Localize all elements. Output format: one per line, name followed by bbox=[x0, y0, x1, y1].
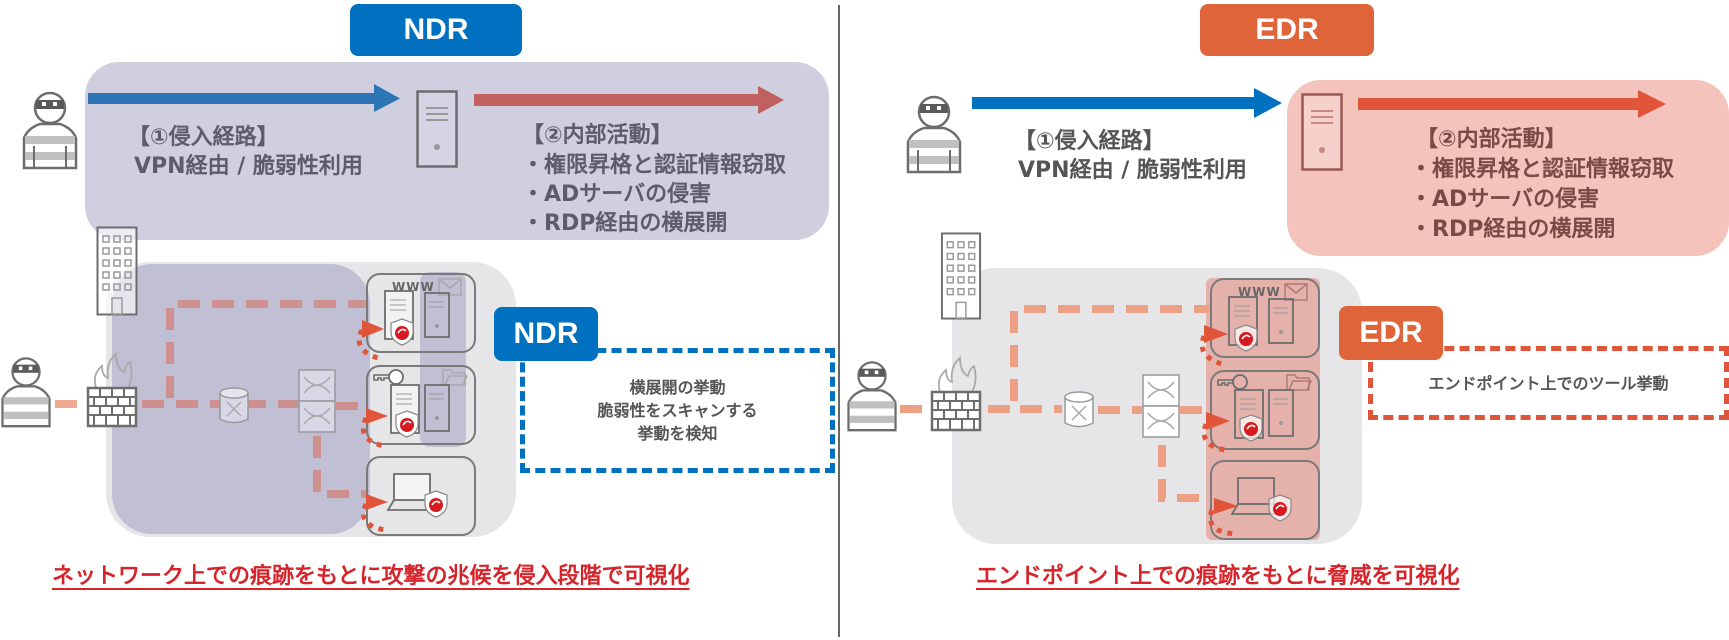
ndr-detection-badge: NDR bbox=[494, 307, 598, 361]
edr-internal-item-1: ・権限昇格と認証情報窃取 bbox=[1410, 157, 1675, 182]
building-icon bbox=[96, 226, 138, 316]
mail-icon bbox=[438, 278, 462, 296]
edr-caption: エンドポイント上での痕跡をもとに脅威を可視化 bbox=[976, 564, 1460, 589]
ndr-intrusion-arrow bbox=[88, 84, 400, 112]
ndr-internal-item-3: ・RDP経由の横展開 bbox=[522, 211, 728, 236]
ndr-detection-box: 横展開の挙動 脆弱性をスキャンする 挙動を検知 bbox=[520, 348, 835, 473]
attacker-icon bbox=[906, 95, 962, 174]
attacker-icon bbox=[847, 361, 897, 432]
ndr-detection-badge-label: NDR bbox=[513, 317, 579, 350]
server-icon bbox=[424, 292, 450, 338]
edr-internal-arrow bbox=[1358, 90, 1666, 118]
key-icon bbox=[373, 369, 404, 385]
router-icon bbox=[1064, 391, 1094, 428]
edr-detection-line-1: エンドポイント上でのツール挙動 bbox=[1428, 373, 1669, 393]
ndr-detection-line-1: 横展開の挙動 bbox=[629, 378, 726, 397]
mail-icon bbox=[1284, 283, 1308, 301]
ndr-internal-arrow bbox=[474, 86, 784, 114]
ndr-caption: ネットワーク上での痕跡をもとに攻撃の兆候を侵入段階で可視化 bbox=[52, 564, 690, 589]
edr-intrusion-body: VPN経由 / 脆弱性利用 bbox=[1018, 158, 1247, 183]
edr-intrusion-title: 【①侵入経路】 bbox=[1014, 129, 1165, 154]
building-icon bbox=[940, 232, 982, 320]
server-icon bbox=[1301, 93, 1343, 171]
auth-file-server-box bbox=[366, 365, 476, 445]
ndr-intrusion-body: VPN経由 / 脆弱性利用 bbox=[134, 154, 363, 179]
switch-icon bbox=[1142, 374, 1180, 438]
key-icon bbox=[1217, 374, 1248, 390]
auth-file-server-box bbox=[1210, 370, 1320, 450]
ndr-intrusion-title: 【①侵入経路】 bbox=[128, 125, 279, 150]
ndr-attack-paths bbox=[55, 300, 366, 498]
ndr-internal-title: 【②内部活動】 bbox=[522, 123, 673, 148]
security-shield-icon bbox=[424, 490, 448, 518]
server-icon bbox=[416, 90, 458, 168]
router-icon bbox=[219, 387, 249, 424]
edr-detection-badge-label: EDR bbox=[1359, 316, 1423, 349]
endpoint-pc-box bbox=[1210, 460, 1320, 540]
file-server-icon bbox=[1268, 389, 1294, 437]
security-shield-icon bbox=[390, 318, 414, 346]
security-shield-icon bbox=[1239, 414, 1263, 442]
security-shield-icon bbox=[1234, 324, 1258, 352]
firewall-icon bbox=[930, 356, 982, 432]
ndr-detection-text: 横展開の挙動 脆弱性をスキャンする 挙動を検知 bbox=[597, 376, 757, 445]
edr-header-label: EDR bbox=[1255, 13, 1319, 46]
section-divider bbox=[838, 5, 840, 637]
ndr-internal-item-2: ・ADサーバの侵害 bbox=[522, 182, 712, 207]
security-shield-icon bbox=[1268, 494, 1292, 522]
firewall-icon bbox=[86, 352, 138, 428]
www-label: WWW bbox=[1238, 285, 1281, 299]
server-icon bbox=[1268, 298, 1294, 344]
web-mail-server-box bbox=[1210, 278, 1320, 358]
edr-intrusion-arrow bbox=[972, 88, 1282, 118]
file-server-icon bbox=[424, 384, 450, 432]
attacker-icon bbox=[1, 357, 51, 428]
ndr-detection-line-2: 脆弱性をスキャンする bbox=[597, 401, 758, 420]
switch-icon bbox=[298, 369, 336, 433]
web-mail-server-box bbox=[366, 273, 476, 353]
edr-internal-item-2: ・ADサーバの侵害 bbox=[1410, 187, 1600, 212]
ndr-attack-arrowheads bbox=[356, 320, 388, 533]
laptop-icon bbox=[386, 473, 438, 511]
ndr-header-label: NDR bbox=[403, 13, 469, 46]
ndr-server-overlay bbox=[420, 272, 466, 447]
edr-internal-title: 【②内部活動】 bbox=[1416, 127, 1567, 152]
edr-header-badge: EDR bbox=[1200, 4, 1374, 56]
edr-internal-item-3: ・RDP経由の横展開 bbox=[1410, 217, 1616, 242]
ndr-internal-item-1: ・権限昇格と認証情報窃取 bbox=[522, 153, 787, 178]
edr-detection-badge: EDR bbox=[1339, 306, 1443, 360]
ndr-header-badge: NDR bbox=[350, 4, 522, 56]
ndr-detection-line-3: 挙動を検知 bbox=[637, 424, 718, 443]
attacker-icon bbox=[22, 91, 78, 170]
security-shield-icon bbox=[395, 410, 419, 438]
